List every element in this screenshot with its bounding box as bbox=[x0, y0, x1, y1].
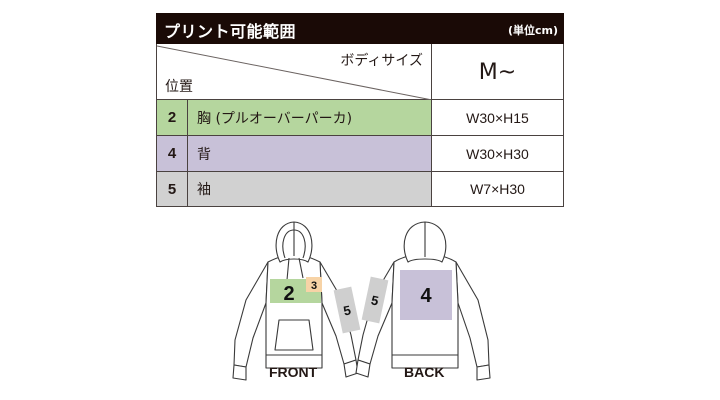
row-position-name: 胸 (プルオーバーパーカ) bbox=[188, 100, 432, 135]
zone-label-back: 4 bbox=[420, 285, 432, 307]
front-caption: FRONT bbox=[269, 364, 318, 380]
sleeve-back-print-zone: 5 bbox=[361, 276, 389, 324]
print-area-table: プリント可能範囲 (単位cm) ボディサイズ 位置 M~ 2 胸 (プルオーバー… bbox=[156, 13, 564, 207]
zone-label-sleeve-front: 5 bbox=[342, 302, 352, 318]
diagonal-header-cell: ボディサイズ 位置 bbox=[157, 44, 432, 100]
row-size-value: W30×H30 bbox=[432, 136, 563, 171]
zone-label-chest-small: 3 bbox=[311, 280, 317, 292]
position-header: 位置 bbox=[165, 79, 193, 95]
row-number: 4 bbox=[157, 136, 188, 171]
table-header-bar: プリント可能範囲 (単位cm) bbox=[156, 13, 564, 44]
column-header-row: ボディサイズ 位置 M~ bbox=[157, 44, 563, 100]
zone-label-sleeve-back: 5 bbox=[370, 292, 380, 308]
chest-small-print-zone bbox=[306, 277, 322, 292]
body-size-header: ボディサイズ bbox=[340, 53, 423, 69]
unit-label: (単位cm) bbox=[507, 24, 558, 37]
row-number: 2 bbox=[157, 100, 188, 135]
row-position-name: 袖 bbox=[188, 172, 432, 206]
table-title: プリント可能範囲 bbox=[164, 22, 297, 41]
row-position-name: 背 bbox=[188, 136, 432, 171]
diagonal-divider bbox=[157, 45, 431, 100]
size-header: M~ bbox=[478, 59, 517, 85]
row-size-value: W7×H30 bbox=[432, 172, 563, 206]
zone-label-chest: 2 bbox=[283, 283, 294, 305]
back-print-zone bbox=[400, 270, 452, 320]
sleeve-front-print-zone: 5 bbox=[333, 286, 361, 334]
back-caption: BACK bbox=[404, 364, 445, 380]
table-grid: ボディサイズ 位置 M~ 2 胸 (プルオーバーパーカ) W30×H15 4 背… bbox=[156, 44, 564, 207]
table-row: 5 袖 W7×H30 bbox=[157, 172, 563, 206]
row-size-value: W30×H15 bbox=[432, 100, 563, 135]
row-number: 5 bbox=[157, 172, 188, 206]
table-row: 2 胸 (プルオーバーパーカ) W30×H15 bbox=[157, 100, 563, 136]
table-row: 4 背 W30×H30 bbox=[157, 136, 563, 172]
